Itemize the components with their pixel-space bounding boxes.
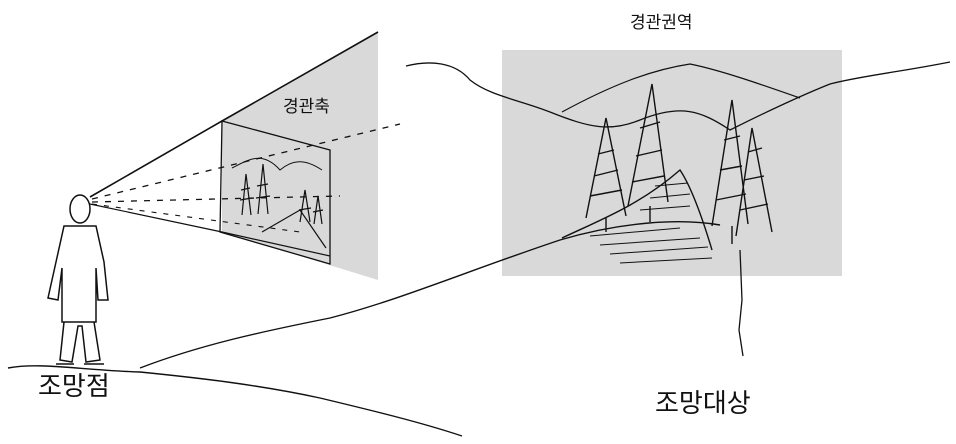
object-marker-line xyxy=(738,249,744,357)
landscape-realm-label: 경관권역 xyxy=(630,13,693,33)
viewer-body xyxy=(47,225,109,323)
scene-tree-center xyxy=(627,83,669,222)
landscape-axis-label: 경관축 xyxy=(283,97,330,117)
viewpoint-label: 조망점 xyxy=(38,372,110,402)
landscape-scene xyxy=(561,63,801,264)
foreground-ground xyxy=(7,365,463,437)
scene-tree-right-1 xyxy=(711,99,749,244)
ground-line xyxy=(139,221,721,369)
scene-path-hatching xyxy=(589,182,713,264)
scene-mountain xyxy=(561,63,801,113)
sight-cone-shade xyxy=(222,32,378,280)
sight-line-dashed-2 xyxy=(91,195,341,203)
viewer-figure xyxy=(47,194,109,365)
landscape-realm-panel xyxy=(502,50,842,276)
skyline-ridge xyxy=(405,61,951,131)
picture-plane-mountain xyxy=(231,157,323,171)
viewed-object-label: 조망대상 xyxy=(655,389,751,419)
scene-tree-left xyxy=(585,117,627,232)
picture-plane-frame xyxy=(219,120,331,265)
picture-plane-trees xyxy=(239,163,327,249)
sight-cone xyxy=(89,31,401,280)
scene-path xyxy=(561,168,713,251)
scene-tree-right-2 xyxy=(735,127,773,237)
viewer-legs xyxy=(59,321,101,363)
viewer-head xyxy=(69,194,91,224)
